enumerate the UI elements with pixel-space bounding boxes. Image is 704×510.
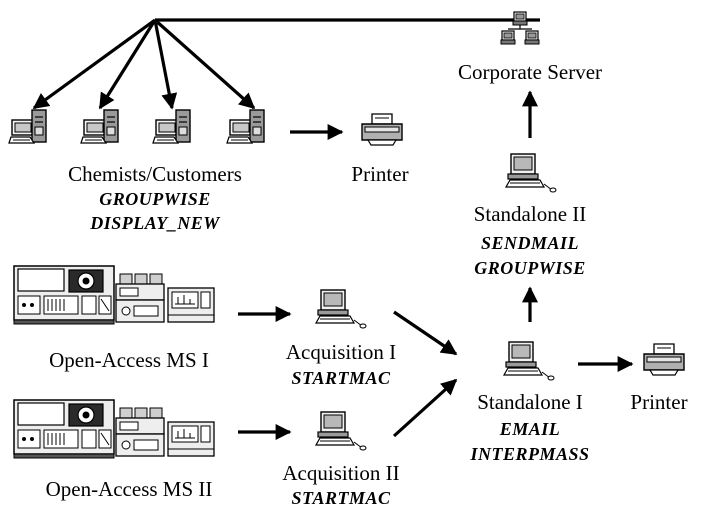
connectors (32, 18, 634, 440)
standalone2-program-1: SENDMAIL (480, 233, 580, 253)
standalone2-program-2: GROUPWISE (474, 258, 586, 278)
chemists-program-1: GROUPWISE (99, 189, 211, 209)
chemists-customers-label: Chemists/Customers (68, 162, 242, 186)
mass-spectrometer-icon (13, 399, 215, 459)
standalone1-program-1: EMAIL (499, 419, 561, 439)
arrow-to-chemist-3 (153, 19, 178, 110)
standalone1-label: Standalone I (477, 390, 583, 414)
desktop-computer-icon (80, 109, 119, 144)
acquisition1-label: Acquisition I (285, 340, 397, 364)
standalone1-program-2: INTERPMASS (470, 444, 590, 464)
acquisition1-program: STARTMAC (291, 368, 391, 388)
printer-icon (643, 343, 685, 376)
desktop-computer-icon (8, 109, 47, 144)
ms1-label: Open-Access MS I (49, 348, 209, 372)
acquisition2-program: STARTMAC (291, 488, 391, 508)
printer-icon (361, 113, 403, 146)
desktop-computer-icon (152, 109, 191, 144)
desktop-computer-icon (226, 109, 265, 144)
printer-right-label: Printer (630, 390, 688, 414)
standalone2-label: Standalone II (473, 202, 587, 226)
computer-icon (503, 341, 555, 381)
arrow-to-chemist-4 (153, 18, 256, 110)
network-server-icon (500, 11, 540, 45)
arrow-acq2-to-standalone1 (392, 378, 458, 438)
mass-spectrometer-icon (13, 265, 215, 325)
corporate-server-label: Corporate Server (457, 60, 603, 84)
arrow-to-chemist-2 (98, 19, 157, 110)
computer-icon (315, 411, 367, 451)
computer-icon (315, 289, 367, 329)
chemists-program-2: DISPLAY_NEW (90, 213, 220, 233)
computer-icon (505, 153, 557, 193)
printer-top-label: Printer (351, 162, 409, 186)
acquisition2-label: Acquisition II (282, 461, 400, 485)
arrow-acq1-to-standalone1 (393, 310, 458, 356)
arrow-to-chemist-1 (32, 18, 156, 110)
ms2-label: Open-Access MS II (45, 477, 213, 501)
